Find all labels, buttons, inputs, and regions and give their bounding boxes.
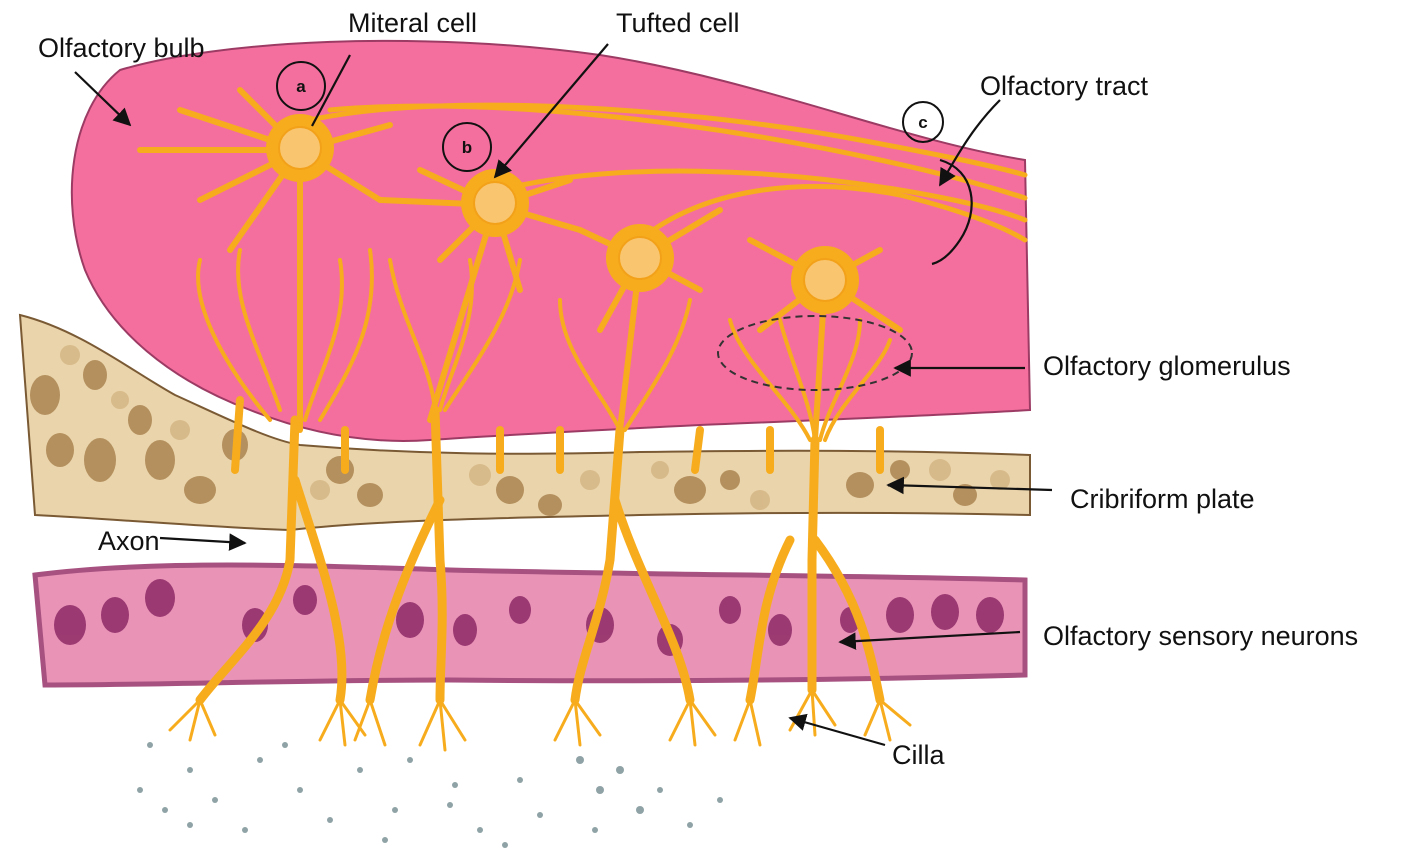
neuron-network xyxy=(137,87,1028,752)
label-tufted-cell: Tufted cell xyxy=(616,8,740,38)
label-olfactory-tract: Olfactory tract xyxy=(980,71,1149,101)
label-olfactory-bulb: Olfactory bulb xyxy=(38,33,205,63)
marker-b: b xyxy=(442,122,492,172)
marker-a: a xyxy=(276,61,326,111)
cribriform-plate xyxy=(18,313,1031,532)
label-olfactory-glomerulus: Olfactory glomerulus xyxy=(1043,351,1291,381)
label-cilia: Cilla xyxy=(892,740,945,770)
glomerulus-outline xyxy=(717,315,913,391)
odorant-particles xyxy=(137,742,723,848)
label-olfactory-sensory-neurons: Olfactory sensory neurons xyxy=(1043,621,1358,651)
svg-text:b: b xyxy=(462,138,472,157)
label-arrows xyxy=(74,43,1053,747)
label-mitral-cell: Miteral cell xyxy=(348,8,477,38)
svg-text:a: a xyxy=(296,77,306,96)
label-cribriform-plate: Cribriform plate xyxy=(1070,484,1255,514)
marker-c: c xyxy=(902,101,944,143)
label-axon: Axon xyxy=(98,526,160,556)
olfactory-bulb-shape xyxy=(70,39,1032,442)
svg-text:c: c xyxy=(918,113,927,132)
